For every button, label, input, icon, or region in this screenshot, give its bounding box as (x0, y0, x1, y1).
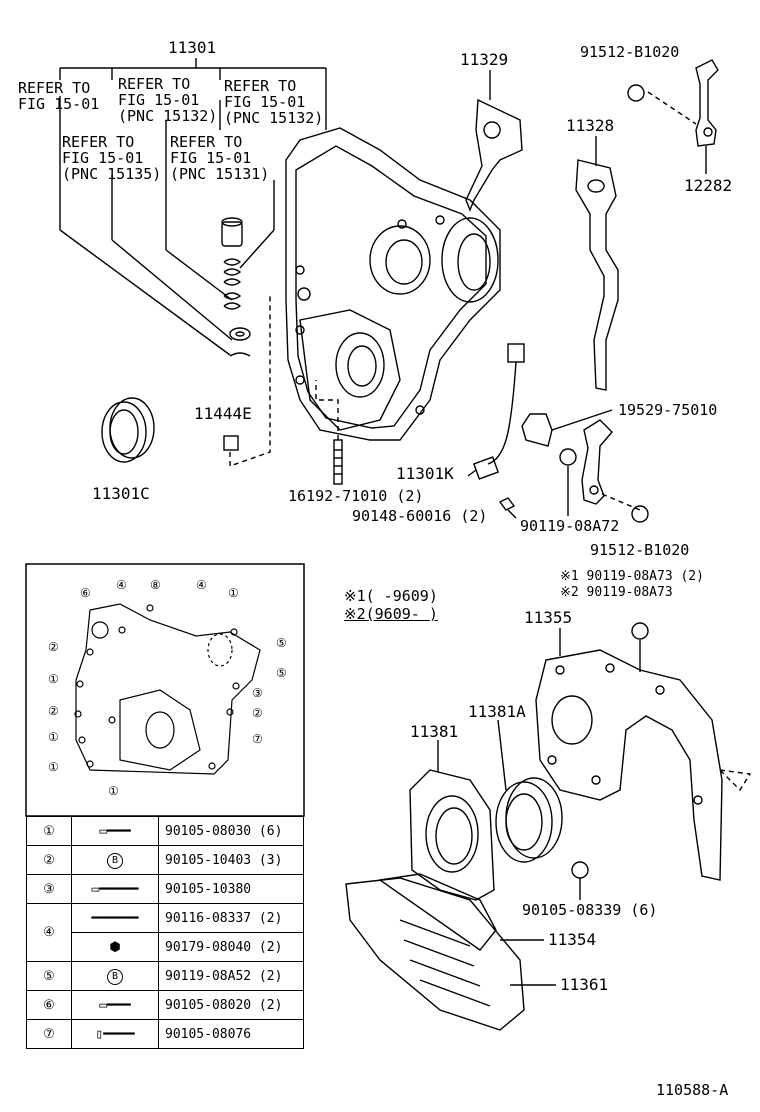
plug-11444e (223, 435, 239, 451)
legend-key: ⑦ (26, 1019, 72, 1049)
refer-label-4: REFER TO FIG 15-01 (PNC 15135) (62, 133, 162, 183)
part-label-11329: 11329 (460, 50, 509, 69)
key-mark: ⑤ (276, 636, 287, 650)
legend-part: 90105-08030 (6) (158, 816, 304, 846)
seal-retainer-11381 (409, 740, 495, 901)
part-label-11381: 11381 (410, 722, 459, 741)
key-mark: ⑤ (276, 666, 287, 680)
part-label-90105-08339: 90105-08339 (6) (522, 901, 658, 919)
oil-seal-11301c (101, 397, 155, 463)
part-label-16192: 16192-71010 (2) (288, 487, 424, 505)
engine-hanger-bottom (567, 419, 641, 516)
key-mark: ② (48, 640, 59, 654)
legend-key: ⑥ (26, 990, 72, 1020)
bolt-markers (559, 84, 649, 879)
drawing-id: 110588-A (656, 1081, 729, 1099)
gasket-11329 (465, 98, 523, 212)
legend-key: ① (26, 816, 72, 846)
key-mark: ④ (196, 578, 207, 592)
bolt-icon: ▭━━━ (71, 816, 159, 846)
legend-part: 90105-10380 (158, 874, 304, 904)
table-row: ⑤ B 90119-08A52 (2) (26, 961, 304, 991)
part-label-11381a: 11381A (468, 702, 526, 721)
bolt-legend-table: ① ▭━━━ 90105-08030 (6) ② B 90105-10403 (… (26, 816, 304, 1049)
key-mark: ⑧ (150, 578, 161, 592)
note-2: ※2(9609- ) (344, 605, 438, 623)
legend-part: 90179-08040 (2) (158, 932, 304, 962)
hex-nut-icon: ⬢ (71, 932, 159, 962)
key-mark: ① (108, 784, 119, 798)
legend-part: 90105-08076 (158, 1019, 304, 1049)
part-label-11361: 11361 (560, 975, 609, 994)
refer-label-3: REFER TO FIG 15-01 (PNC 15132) (224, 77, 324, 127)
stud-icon: ━━━━━━ (71, 903, 159, 933)
bracket-19529 (521, 413, 553, 447)
part-label-90119-08a72: 90119-08A72 (520, 517, 620, 535)
part-label-90148: 90148-60016 (2) (352, 507, 488, 525)
long-bolt-icon: ▭━━━━━ (71, 874, 159, 904)
note-1: ※1( -9609) (344, 587, 438, 605)
oil-pump-small-parts (221, 217, 251, 357)
legend-key: ② (26, 845, 72, 875)
table-row: ⑥ ▭━━━ 90105-08020 (2) (26, 990, 304, 1020)
key-mark: ⑥ (80, 586, 91, 600)
key-mark: ④ (116, 578, 127, 592)
key-mark: ② (48, 704, 59, 718)
table-row: ② B 90105-10403 (3) (26, 845, 304, 875)
timing-cover-11301 (285, 127, 501, 441)
table-row: ⑦ ▯━━━━ 90105-08076 (26, 1019, 304, 1049)
key-diagram-outline (74, 603, 261, 775)
part-label-12282: 12282 (684, 176, 733, 195)
key-mark: ③ (252, 686, 263, 700)
rear-end-plate-11355 (535, 628, 752, 881)
sensor-11301k (467, 343, 525, 519)
legend-key: ④ (26, 903, 72, 962)
part-label-11328: 11328 (566, 116, 615, 135)
part-label-11355: 11355 (524, 608, 573, 627)
part-label-91512-bottom: 91512-B1020 (590, 541, 690, 559)
engine-hanger-12282 (647, 59, 719, 174)
bolt-icon: ▯━━━━ (71, 1019, 159, 1049)
part-label-11301k: 11301K (396, 464, 454, 483)
bolt-note-1: ※1 90119-08A73 (2) (560, 569, 704, 584)
key-mark: ② (252, 706, 263, 720)
nut-icon: B (71, 961, 159, 991)
part-label-11444e: 11444E (194, 404, 252, 423)
bolt-icon: ▭━━━ (71, 990, 159, 1020)
key-mark: ① (48, 672, 59, 686)
gasket-11328 (575, 159, 619, 391)
bolt-note-2: ※2 90119-08A73 (560, 585, 673, 600)
table-row: ③ ▭━━━━━ 90105-10380 (26, 874, 304, 904)
oil-seal-11381a (495, 719, 563, 863)
table-row: ① ▭━━━ 90105-08030 (6) (26, 816, 304, 846)
legend-part: 90105-08020 (2) (158, 990, 304, 1020)
key-mark: ⑦ (252, 732, 263, 746)
part-label-11301c: 11301C (92, 484, 150, 503)
nut-icon: B (71, 845, 159, 875)
table-row: ⬢ 90179-08040 (2) (27, 932, 304, 962)
legend-key: ③ (26, 874, 72, 904)
table-row: ④ ━━━━━━ 90116-08337 (2) (26, 903, 304, 962)
refer-label-2: REFER TO FIG 15-01 (PNC 15132) (118, 75, 218, 125)
part-label-19529: 19529-75010 (618, 401, 718, 419)
legend-part: 90116-08337 (2) (158, 903, 304, 933)
refer-label-1: REFER TO FIG 15-01 (18, 79, 100, 113)
legend-key: ⑤ (26, 961, 72, 991)
key-mark: ① (48, 730, 59, 744)
legend-part: 90119-08A52 (2) (158, 961, 304, 991)
legend-part: 90105-10403 (3) (158, 845, 304, 875)
refer-label-5: REFER TO FIG 15-01 (PNC 15131) (170, 133, 270, 183)
dust-seal-plate-11361 (345, 873, 556, 1031)
leader-11301 (59, 58, 327, 356)
part-label-11354: 11354 (548, 930, 597, 949)
part-label-91512-top: 91512-B1020 (580, 43, 680, 61)
key-mark: ① (228, 586, 239, 600)
key-mark: ① (48, 760, 59, 774)
part-label-11301: 11301 (168, 38, 217, 57)
